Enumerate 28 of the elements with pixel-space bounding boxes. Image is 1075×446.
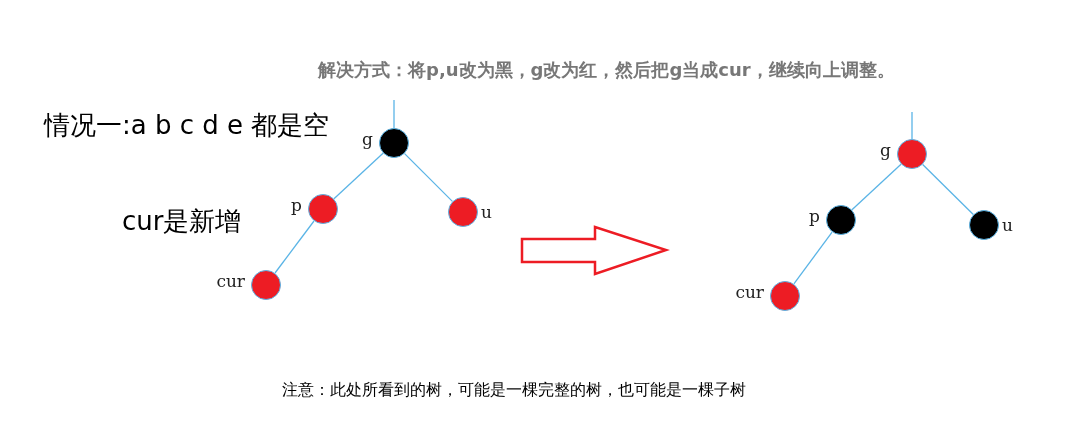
- tree-edge: [403, 152, 454, 203]
- node-label: cur: [735, 282, 764, 302]
- case-heading: 情况一:a b c d e 都是空: [44, 109, 330, 142]
- tree-node-circle: [897, 139, 927, 169]
- tree-edge: [911, 111, 913, 140]
- case-note: cur是新增: [122, 205, 242, 238]
- solution-heading: 解决方式：将p,u改为黑，g改为红，然后把g当成cur，继续向上调整。: [318, 58, 895, 82]
- tree-node-circle: [379, 128, 409, 158]
- footnote: 注意：此处所看到的树，可能是一棵完整的树，也可能是一棵子树: [282, 380, 746, 401]
- tree-node-circle: [251, 270, 281, 300]
- tree-edge: [333, 152, 384, 200]
- node-label: p: [809, 206, 820, 226]
- tree-node-circle: [826, 205, 856, 235]
- tree-node-circle: [969, 210, 999, 240]
- node-label: u: [481, 202, 492, 222]
- tree-node-circle: [448, 197, 478, 227]
- node-label: p: [291, 195, 302, 215]
- tree-node-circle: [770, 281, 800, 311]
- tree-edge: [393, 99, 395, 129]
- node-label: u: [1002, 215, 1013, 235]
- node-label: g: [362, 129, 373, 149]
- tree-node-circle: [308, 194, 338, 224]
- tree-edge: [851, 163, 902, 211]
- node-label: cur: [216, 271, 245, 291]
- tree-edge: [793, 231, 833, 285]
- tree-edge: [274, 220, 315, 274]
- node-label: g: [880, 140, 891, 160]
- tree-edge: [922, 163, 974, 216]
